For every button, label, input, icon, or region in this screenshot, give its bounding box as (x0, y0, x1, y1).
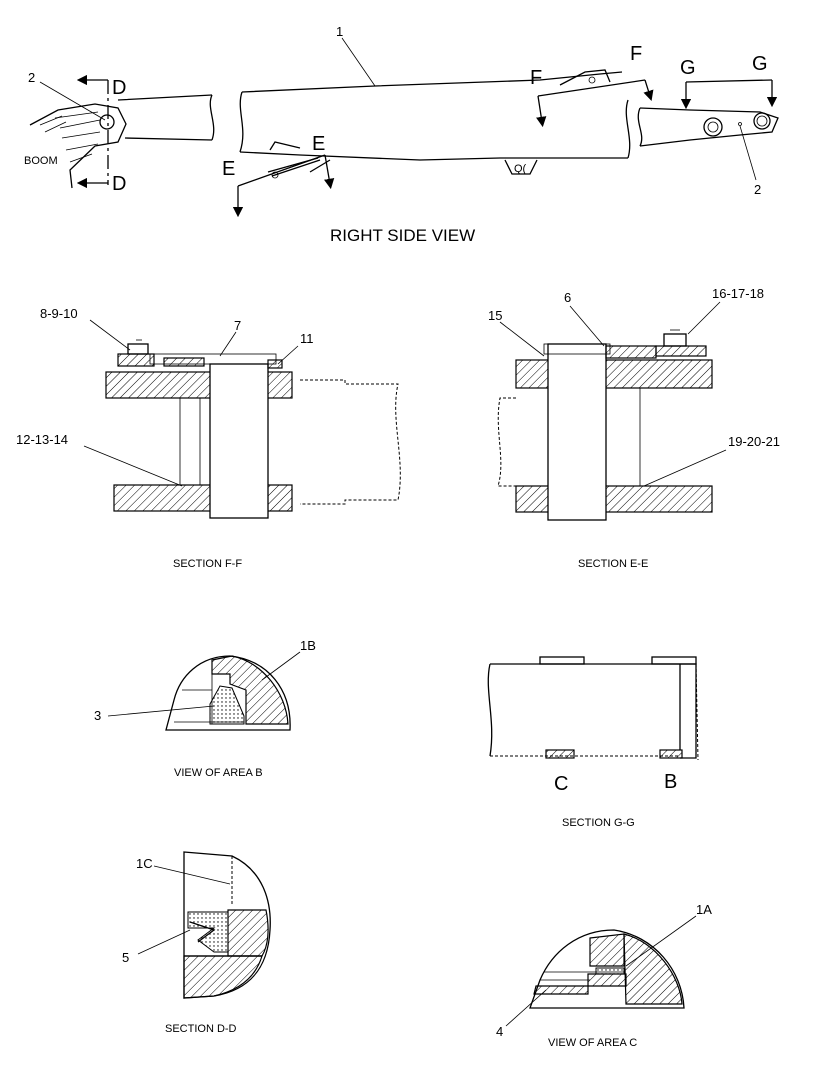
marker-c: C (554, 773, 568, 795)
section-ee: 15 6 16-17-18 19-20-21 SECTION E-E (488, 286, 780, 570)
section-f-marker: F F (530, 43, 654, 128)
marker-e-right: E (312, 133, 325, 155)
marker-d-top: D (112, 77, 126, 99)
view-area-b-title: VIEW OF AREA B (174, 767, 263, 779)
section-ee-title: SECTION E-E (578, 558, 648, 570)
marker-g-right: G (752, 53, 768, 75)
marker-e-left: E (222, 158, 235, 180)
section-e-marker: E E (222, 133, 335, 218)
callout-16-17-18: 16-17-18 (712, 286, 764, 301)
view-area-c: 1A 4 VIEW OF AREA C (496, 902, 712, 1049)
callout-15: 15 (488, 308, 502, 323)
stick-body: Q( (239, 69, 631, 179)
callout-1B: 1B (300, 638, 316, 653)
marker-f-left: F (530, 67, 542, 89)
section-gg-title: SECTION G-G (562, 817, 635, 829)
marker-d-bottom: D (112, 173, 126, 195)
right-side-view-title: RIGHT SIDE VIEW (330, 226, 475, 245)
callout-3: 3 (94, 708, 101, 723)
callout-5: 5 (122, 950, 129, 965)
callout-8-9-10: 8-9-10 (40, 306, 78, 321)
marker-f-right: F (630, 43, 642, 65)
section-dd-title: SECTION D-D (165, 1023, 237, 1035)
callout-2-left: 2 (28, 70, 35, 85)
callout-7: 7 (234, 318, 241, 333)
section-dd: 1C 5 SECTION D-D (122, 851, 271, 1035)
section-ff: 8-9-10 7 11 12-13-14 SECTION F-F (16, 306, 401, 570)
section-ff-title: SECTION F-F (173, 558, 242, 570)
section-d-marker: D D (76, 74, 126, 195)
callout-6: 6 (564, 290, 571, 305)
boom-label: BOOM (24, 155, 58, 167)
view-area-c-title: VIEW OF AREA C (548, 1037, 637, 1049)
callout-1A: 1A (696, 902, 712, 917)
callout-19-20-21: 19-20-21 (728, 434, 780, 449)
view-area-b: 1B 3 VIEW OF AREA B (94, 638, 316, 779)
marker-b: B (664, 771, 677, 793)
callout-11: 11 (300, 331, 314, 346)
section-gg: C B SECTION G-G (487, 656, 699, 829)
callout-2-right: 2 (754, 182, 761, 197)
callout-1C: 1C (136, 856, 153, 871)
right-side-view: Q( D D (24, 24, 779, 245)
boom-end (29, 103, 127, 189)
callout-4: 4 (496, 1024, 503, 1039)
callout-1: 1 (336, 24, 343, 39)
callout-12-13-14: 12-13-14 (16, 432, 68, 447)
lug-mark: Q( (514, 163, 527, 175)
section-g-marker: G G (680, 53, 778, 110)
stick-nose (637, 107, 779, 147)
marker-g-left: G (680, 57, 696, 79)
